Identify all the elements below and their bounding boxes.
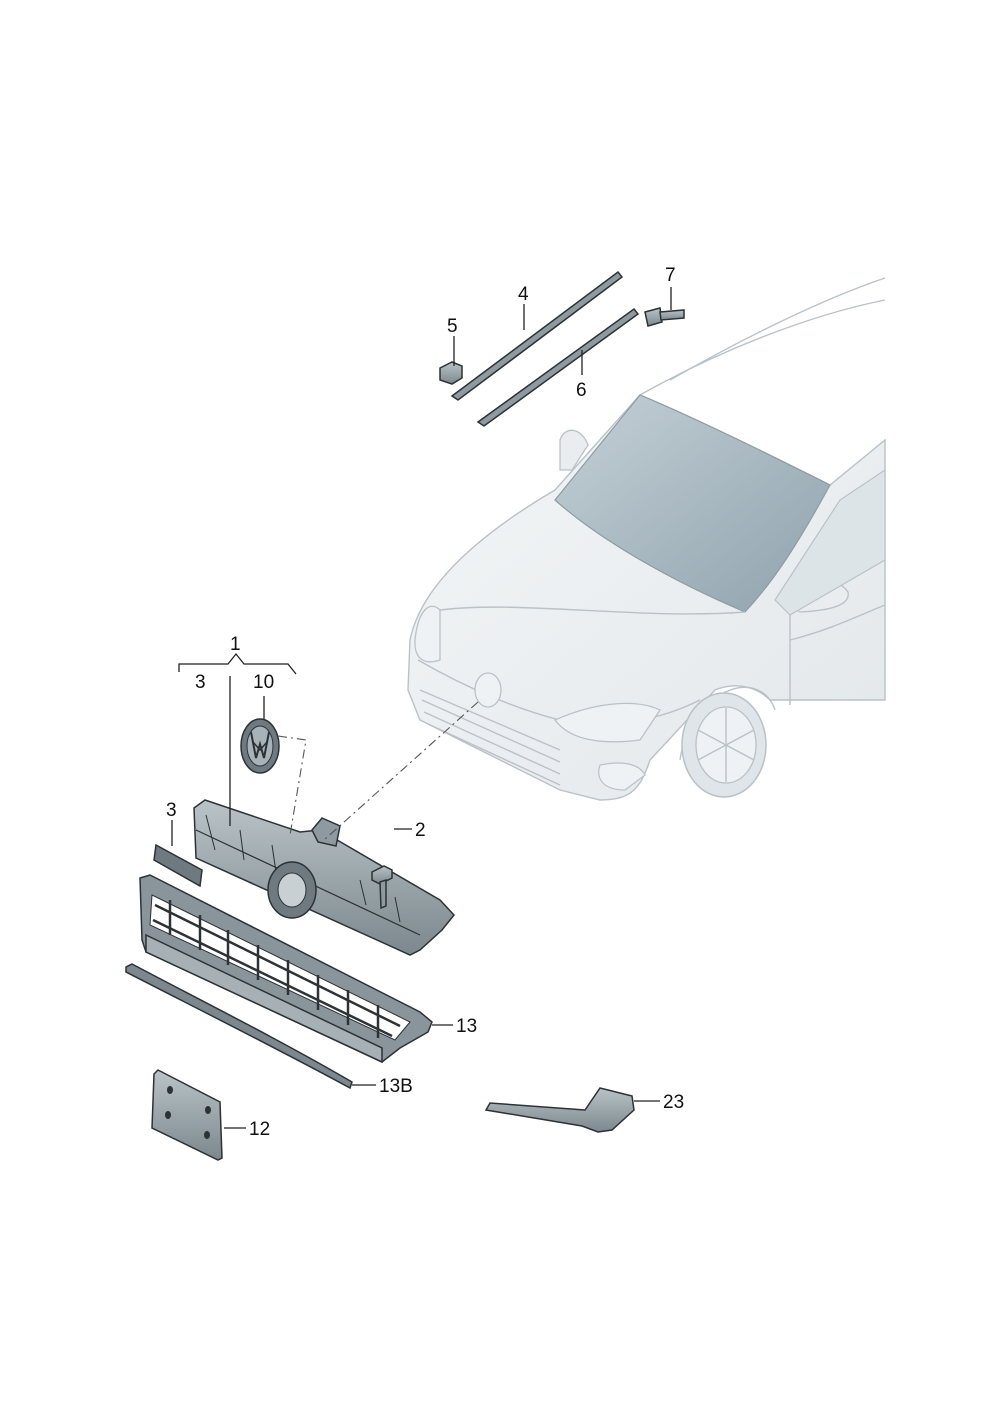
car-roof — [669, 277, 886, 381]
lower-grille — [139, 874, 433, 1064]
bumper-trim-piece — [484, 1087, 635, 1133]
car-side-crease — [789, 604, 886, 641]
callout-13: 13 — [456, 1016, 477, 1037]
car-side-window — [774, 468, 886, 616]
car-windshield — [554, 394, 831, 613]
screw — [371, 865, 393, 910]
callout-13b: 13B — [379, 1076, 413, 1097]
licence-plate-holder — [151, 1069, 223, 1161]
callout-5: 5 — [447, 316, 458, 337]
callout-1: 1 — [230, 634, 241, 655]
roof-moulding-lower — [476, 307, 640, 427]
callout-23: 23 — [663, 1092, 684, 1113]
callout-10: 10 — [253, 672, 274, 693]
car-headlight-left — [414, 605, 441, 663]
car-grille — [419, 689, 561, 786]
car-mirror-left — [559, 429, 589, 471]
car-roof-inner — [639, 299, 886, 396]
car-rim-spokes — [697, 708, 755, 782]
callout-3-strip: 3 — [166, 800, 177, 821]
lower-trim-strip — [125, 963, 353, 1090]
callout-labels: 7 4 5 6 1 3 10 3 2 13 13B 12 23 — [166, 265, 684, 1140]
car-fog-light — [598, 762, 646, 791]
vehicle-illustration — [407, 277, 886, 801]
callout-3-bracket: 3 — [195, 672, 206, 693]
fastening-pin — [644, 307, 685, 327]
car-badge — [474, 672, 502, 708]
car-headlight-right — [553, 702, 661, 743]
callout-6: 6 — [576, 380, 587, 401]
car-hood-crease — [439, 606, 746, 615]
leader-lines — [171, 287, 672, 1129]
callout-7: 7 — [665, 265, 676, 286]
vw-emblem — [240, 718, 280, 774]
moulding-clip — [439, 361, 463, 385]
radiator-grille-upper — [193, 799, 455, 956]
callout-4: 4 — [518, 284, 529, 305]
roof-moulding-upper — [450, 270, 624, 401]
callout-2: 2 — [415, 820, 426, 841]
trim-strip — [153, 843, 203, 888]
callout-12: 12 — [249, 1119, 270, 1140]
